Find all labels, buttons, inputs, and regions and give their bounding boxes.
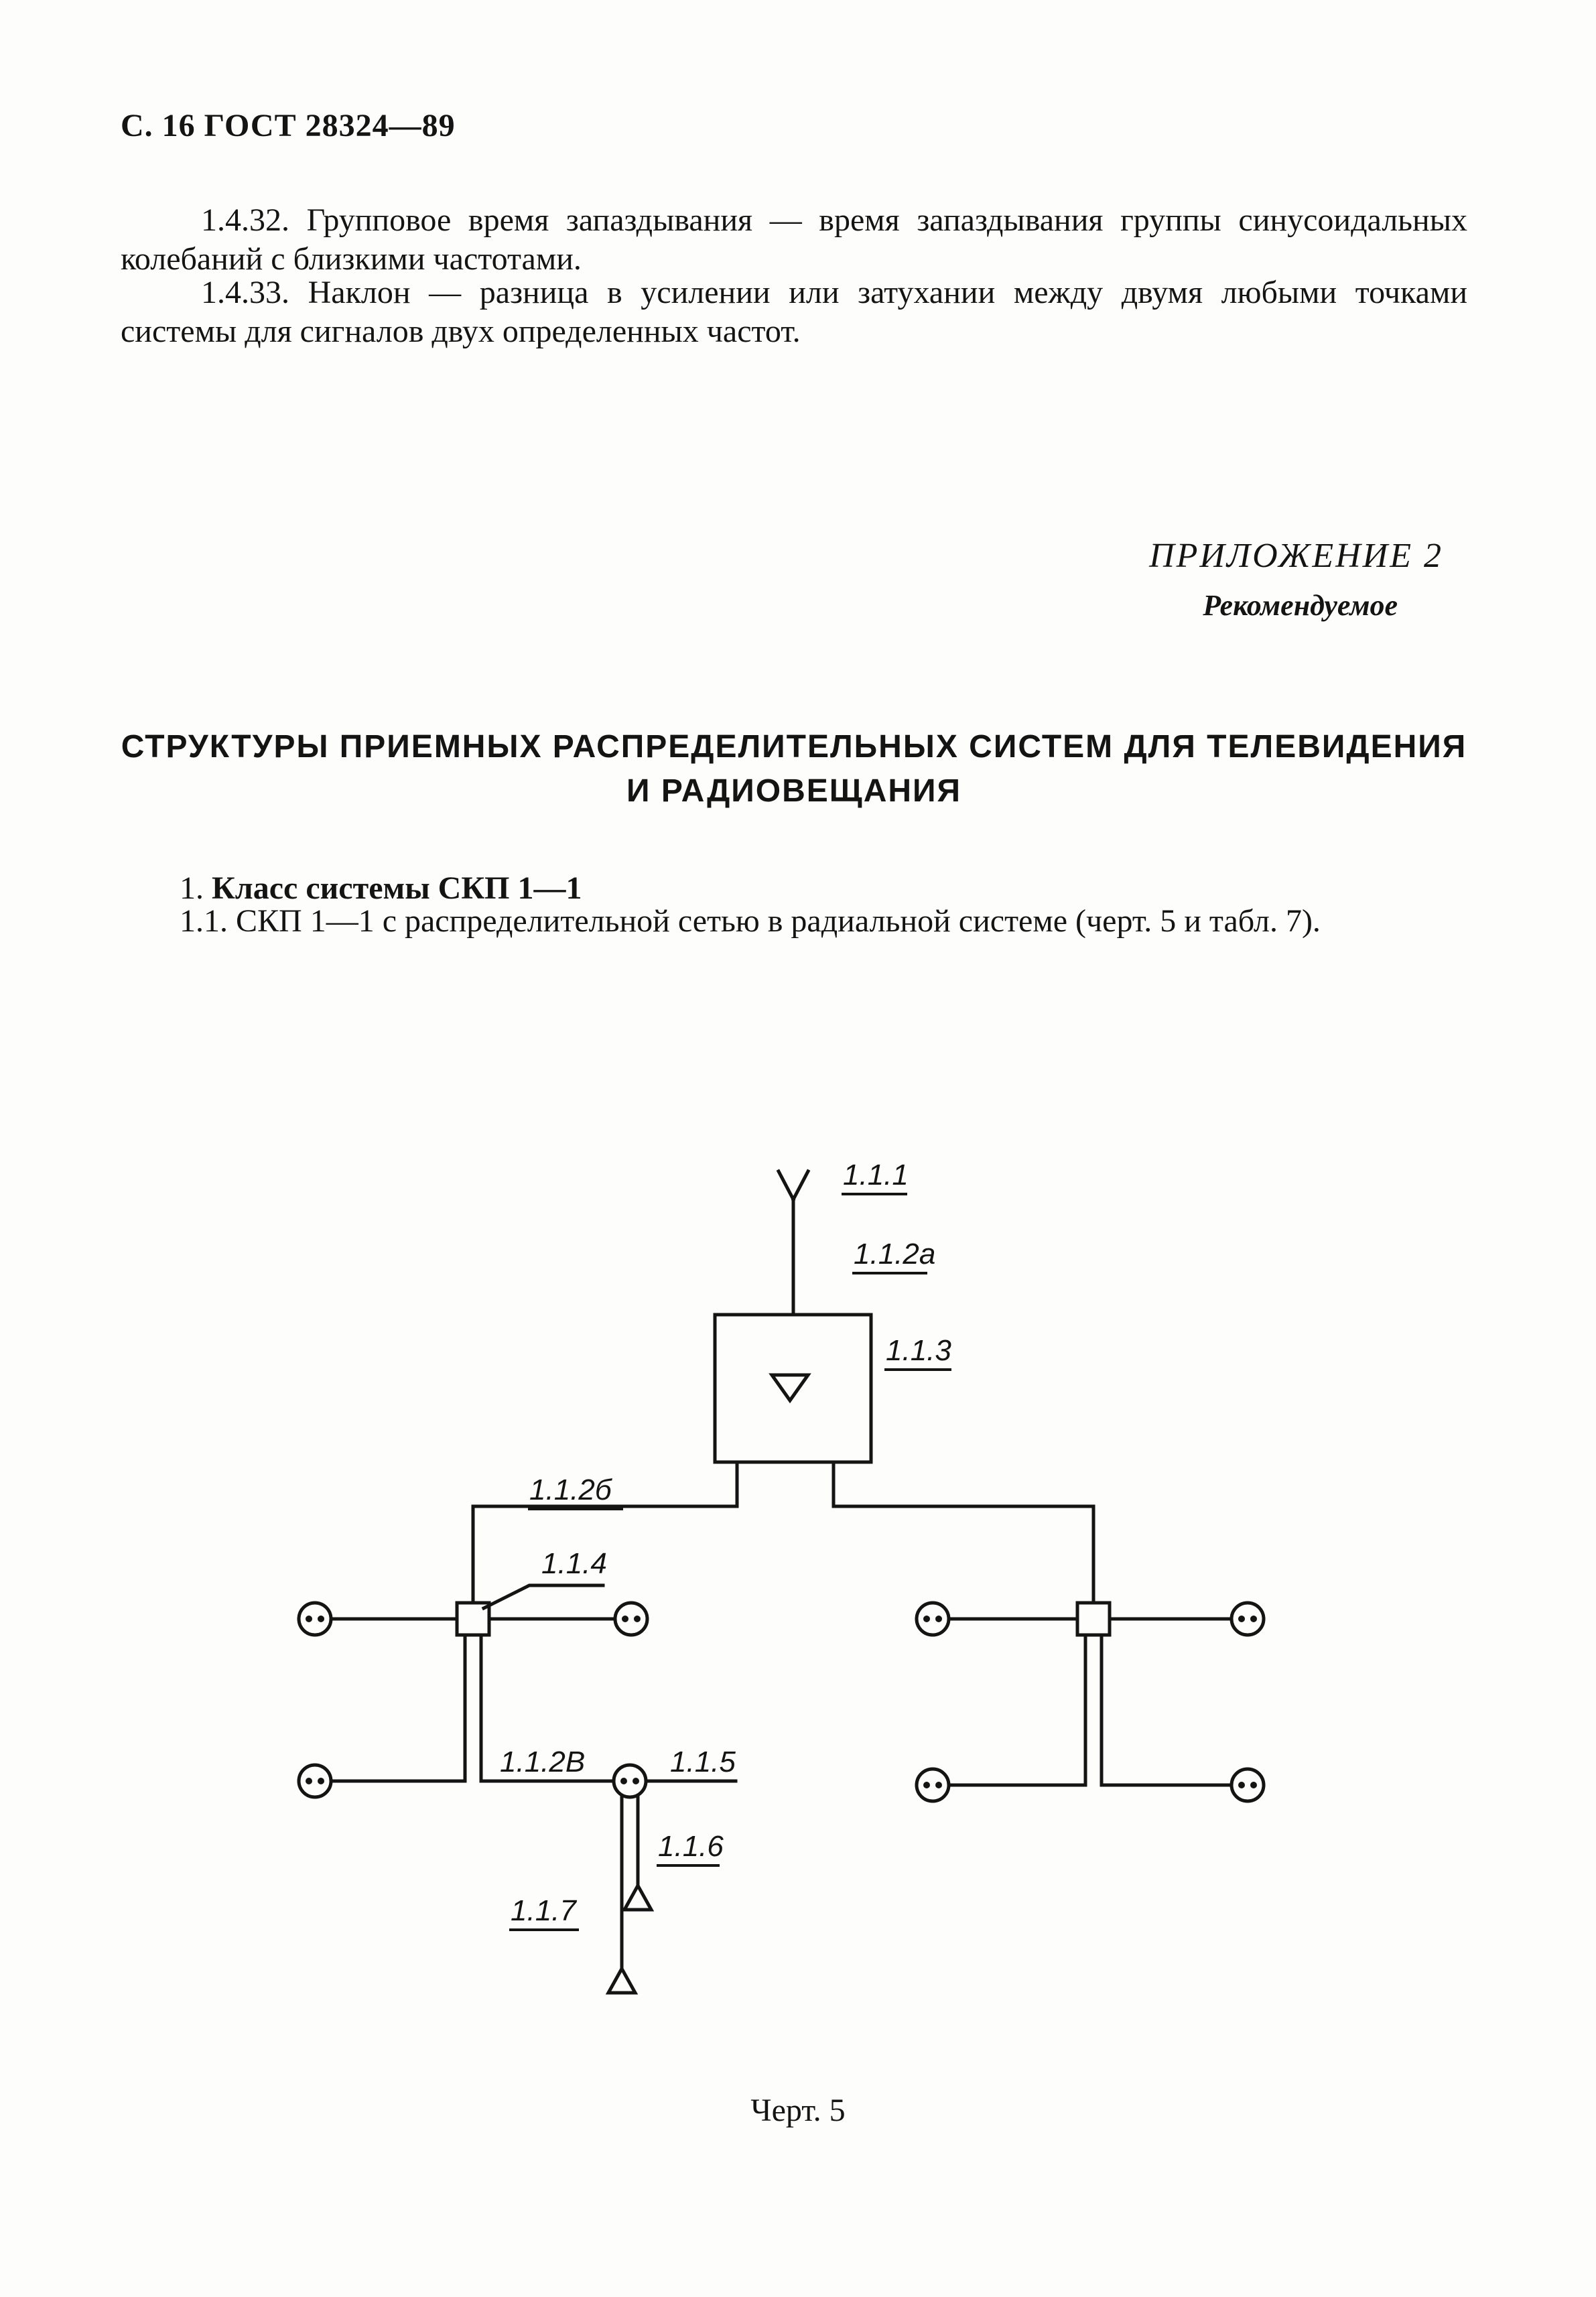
label-feeder-top: 1.1.2a	[854, 1238, 935, 1270]
antenna-icon	[776, 1169, 811, 1315]
subsection-1-1: 1.1. СКП 1—1 с распределительной сетью в…	[180, 903, 1321, 939]
outlet-icon	[1229, 1601, 1266, 1637]
splitter-leader-line	[481, 1583, 605, 1611]
label-subscriber-feeder: 1.1.6	[658, 1830, 724, 1863]
appendix-subtitle: Рекомендуемое	[1203, 589, 1398, 622]
splitter-left	[329, 1601, 738, 1783]
outlet-icon	[297, 1601, 333, 1637]
label-feeder-main: 1.1.2б	[529, 1473, 613, 1506]
figure-caption: Черт. 5	[750, 2093, 846, 2128]
receiver-triangle-icon	[605, 1965, 639, 1995]
label-outlet: 1.1.5	[670, 1746, 736, 1778]
outlet-icon	[915, 1767, 951, 1803]
amplifier-block	[713, 1313, 873, 1464]
subscriber-feeder	[605, 1795, 655, 1995]
main-title: СТРУКТУРЫ ПРИЕМНЫХ РАСПРЕДЕЛИТЕЛЬНЫХ СИС…	[121, 729, 1467, 809]
main-feeder-lines	[471, 1460, 1095, 1605]
section-number: 1.	[180, 870, 204, 906]
outlet-icon	[612, 1763, 648, 1799]
label-feeder-branch: 1.1.2В	[500, 1746, 585, 1778]
amplifier-triangle-icon	[769, 1373, 811, 1404]
section-title: Класс системы СКП 1—1	[212, 870, 582, 906]
outlet-icon	[915, 1601, 951, 1637]
splitter-right	[947, 1601, 1234, 1787]
subscriber-triangle-icon	[621, 1882, 655, 1912]
label-receiver: 1.1.7	[511, 1894, 577, 1927]
outlet-icon	[297, 1763, 333, 1799]
outlet-icon	[1229, 1767, 1266, 1803]
appendix-title: ПРИЛОЖЕНИЕ 2	[1149, 537, 1443, 575]
page-header: С. 16 ГОСТ 28324—89	[121, 108, 456, 143]
label-amplifier: 1.1.3	[886, 1334, 951, 1367]
label-antenna: 1.1.1	[843, 1159, 909, 1191]
definition-1-4-33: 1.4.33. Наклон — разница в усилении или …	[121, 275, 1467, 349]
section-heading: 1. Класс системы СКП 1—1	[180, 870, 582, 907]
definition-1-4-32: 1.4.32. Групповое время запаздывания — в…	[121, 202, 1467, 277]
label-splitter: 1.1.4	[541, 1547, 607, 1580]
outlet-icon	[613, 1601, 649, 1637]
